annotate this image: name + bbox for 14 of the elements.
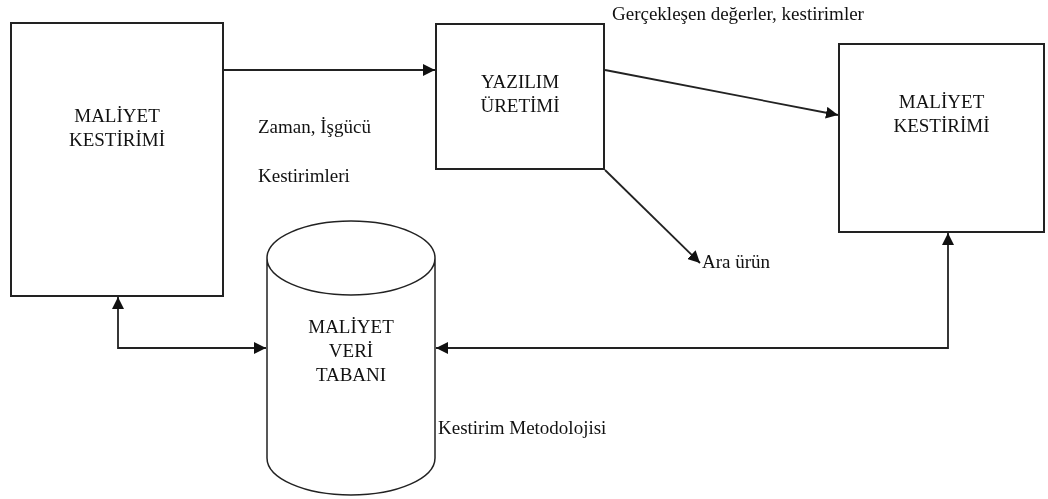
arrow	[604, 69, 839, 119]
process-box	[838, 43, 1045, 233]
arrow	[112, 296, 267, 354]
node-title: MALİYET VERİ TABANI	[307, 315, 395, 387]
node-title: MALİYET KESTİRİMİ	[892, 90, 991, 138]
process-box	[435, 23, 605, 170]
arrow	[604, 169, 701, 264]
process-box	[10, 22, 224, 297]
node-title: YAZILIM ÜRETİMİ	[479, 70, 561, 118]
node-label: Ara ürün	[702, 250, 771, 274]
node-title: MALİYET KESTİRİMİ	[67, 104, 167, 152]
arrow	[435, 232, 954, 354]
database-cylinder	[266, 220, 436, 496]
arrow	[223, 64, 436, 76]
